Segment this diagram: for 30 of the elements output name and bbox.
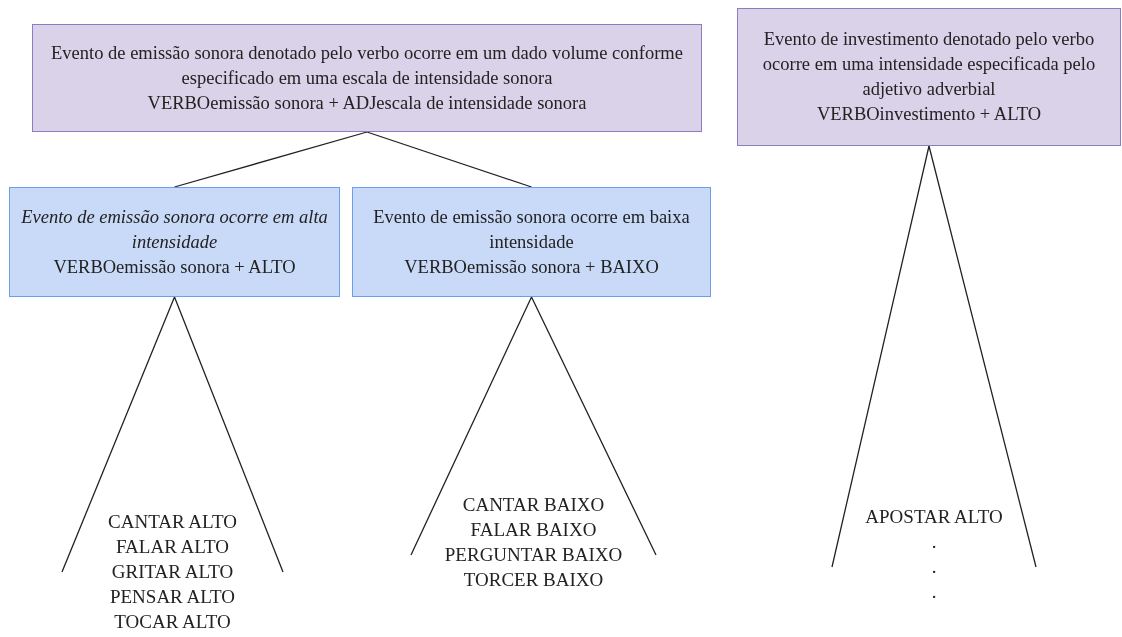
verb-phrase: TORCER BAIXO [463,568,604,592]
category-box [737,8,1121,146]
box-text: Evento de emissão sonora ocorre em alta intensidade [20,205,329,254]
verb-phrase: GRITAR ALTO [111,560,234,584]
verb-phrase: . [931,555,937,579]
tree-branch-lines [410,296,657,556]
verb-phrase: FALAR ALTO [115,535,230,559]
verb-phrase: . [931,580,937,604]
box-text: Evento de emissão sonora denotado pelo verbo ocorre em um dado volume conforme especificado em uma escala de intensidade sonora [50,41,684,90]
verb-phrase: CANTAR ALTO [108,510,237,534]
verb-phrase: PERGUNTAR BAIXO [444,543,623,567]
verb-phrase: TOCAR ALTO [114,610,231,634]
verb-phrase: FALAR BAIXO [470,518,597,542]
box-text: VERBOemissão sonora + ALTO [53,255,296,279]
box-text: Evento de emissão sonora ocorre em baixa intensidade [372,205,691,254]
verb-phrase: APOSTAR ALTO [865,505,1003,529]
category-box [352,187,711,297]
category-box [32,24,702,132]
tree-branch-lines [831,145,1037,568]
verb-phrase: . [931,530,937,554]
box-text: VERBOinvestimento + ALTO [816,103,1042,126]
verb-phrase: CANTAR BAIXO [462,493,605,517]
connector-line [366,131,533,188]
tree-branch-lines [61,296,284,573]
category-box [9,187,340,297]
box-text: VERBOemissão sonora + ADJescala de intensidade sonora [147,91,587,115]
box-text: Evento de investimento denotado pelo verbo ocorre em uma intensidade especificada pelo adjetivo adverbial [761,28,1097,101]
box-text: VERBOemissão sonora + BAIXO [404,255,659,279]
connector-line [173,131,368,188]
verb-phrase: PENSAR ALTO [109,585,236,609]
